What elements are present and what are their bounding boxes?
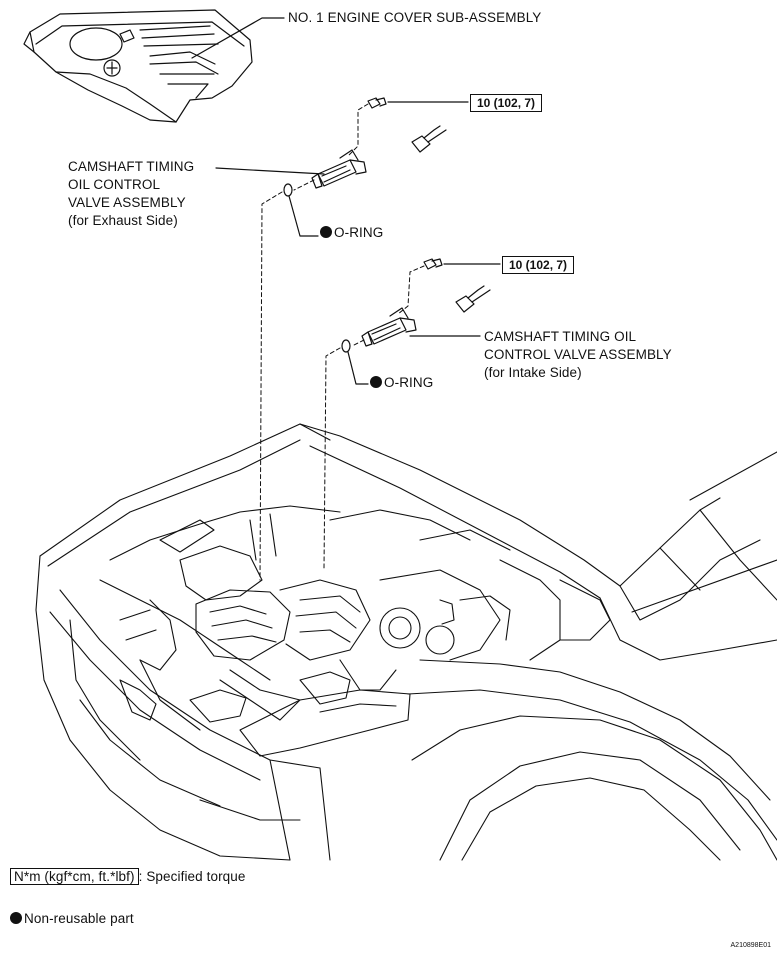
o-ring-text: O-RING (384, 375, 434, 390)
intake-ocv-line-1: CAMSHAFT TIMING OIL (484, 329, 637, 344)
exhaust-ocv-label: CAMSHAFT TIMING OIL CONTROL VALVE ASSEMB… (68, 158, 194, 230)
figure-code: A210898E01 (730, 942, 771, 949)
vehicle-front-drawing (35, 423, 777, 861)
intake-ocv-drawing (341, 258, 491, 353)
exhaust-ocv-line-3: VALVE ASSEMBLY (68, 195, 186, 210)
torque-box-exhaust: 10 (102, 7) (470, 94, 543, 112)
engine-cover-drawing (23, 9, 253, 123)
intake-ocv-line-3: (for Intake Side) (484, 365, 582, 380)
o-ring-text: O-RING (334, 225, 384, 240)
intake-o-ring-label: O-RING (370, 374, 433, 392)
non-reusable-dot-icon (370, 376, 382, 388)
intake-ocv-line-2: CONTROL VALVE ASSEMBLY (484, 347, 672, 362)
exhaust-o-ring-label: O-RING (320, 224, 383, 242)
legend-torque-desc: : Specified torque (138, 869, 246, 884)
engine-cover-label: NO. 1 ENGINE COVER SUB-ASSEMBLY (288, 10, 542, 25)
torque-box-intake: 10 (102, 7) (502, 256, 575, 274)
legend-torque: N*m (kgf*cm, ft.*lbf): Specified torque (10, 868, 246, 886)
non-reusable-dot-icon (10, 912, 22, 924)
intake-ocv-label: CAMSHAFT TIMING OIL CONTROL VALVE ASSEMB… (484, 328, 672, 382)
legend-non-reusable: Non-reusable part (10, 910, 134, 928)
non-reusable-dot-icon (320, 226, 332, 238)
exhaust-ocv-drawing (283, 97, 447, 197)
exhaust-ocv-line-4: (for Exhaust Side) (68, 213, 178, 228)
legend-non-reusable-text: Non-reusable part (24, 911, 134, 926)
exhaust-ocv-line-1: CAMSHAFT TIMING (68, 159, 195, 174)
exhaust-ocv-line-2: OIL CONTROL (68, 177, 161, 192)
legend-torque-unit-box: N*m (kgf*cm, ft.*lbf) (10, 868, 139, 885)
